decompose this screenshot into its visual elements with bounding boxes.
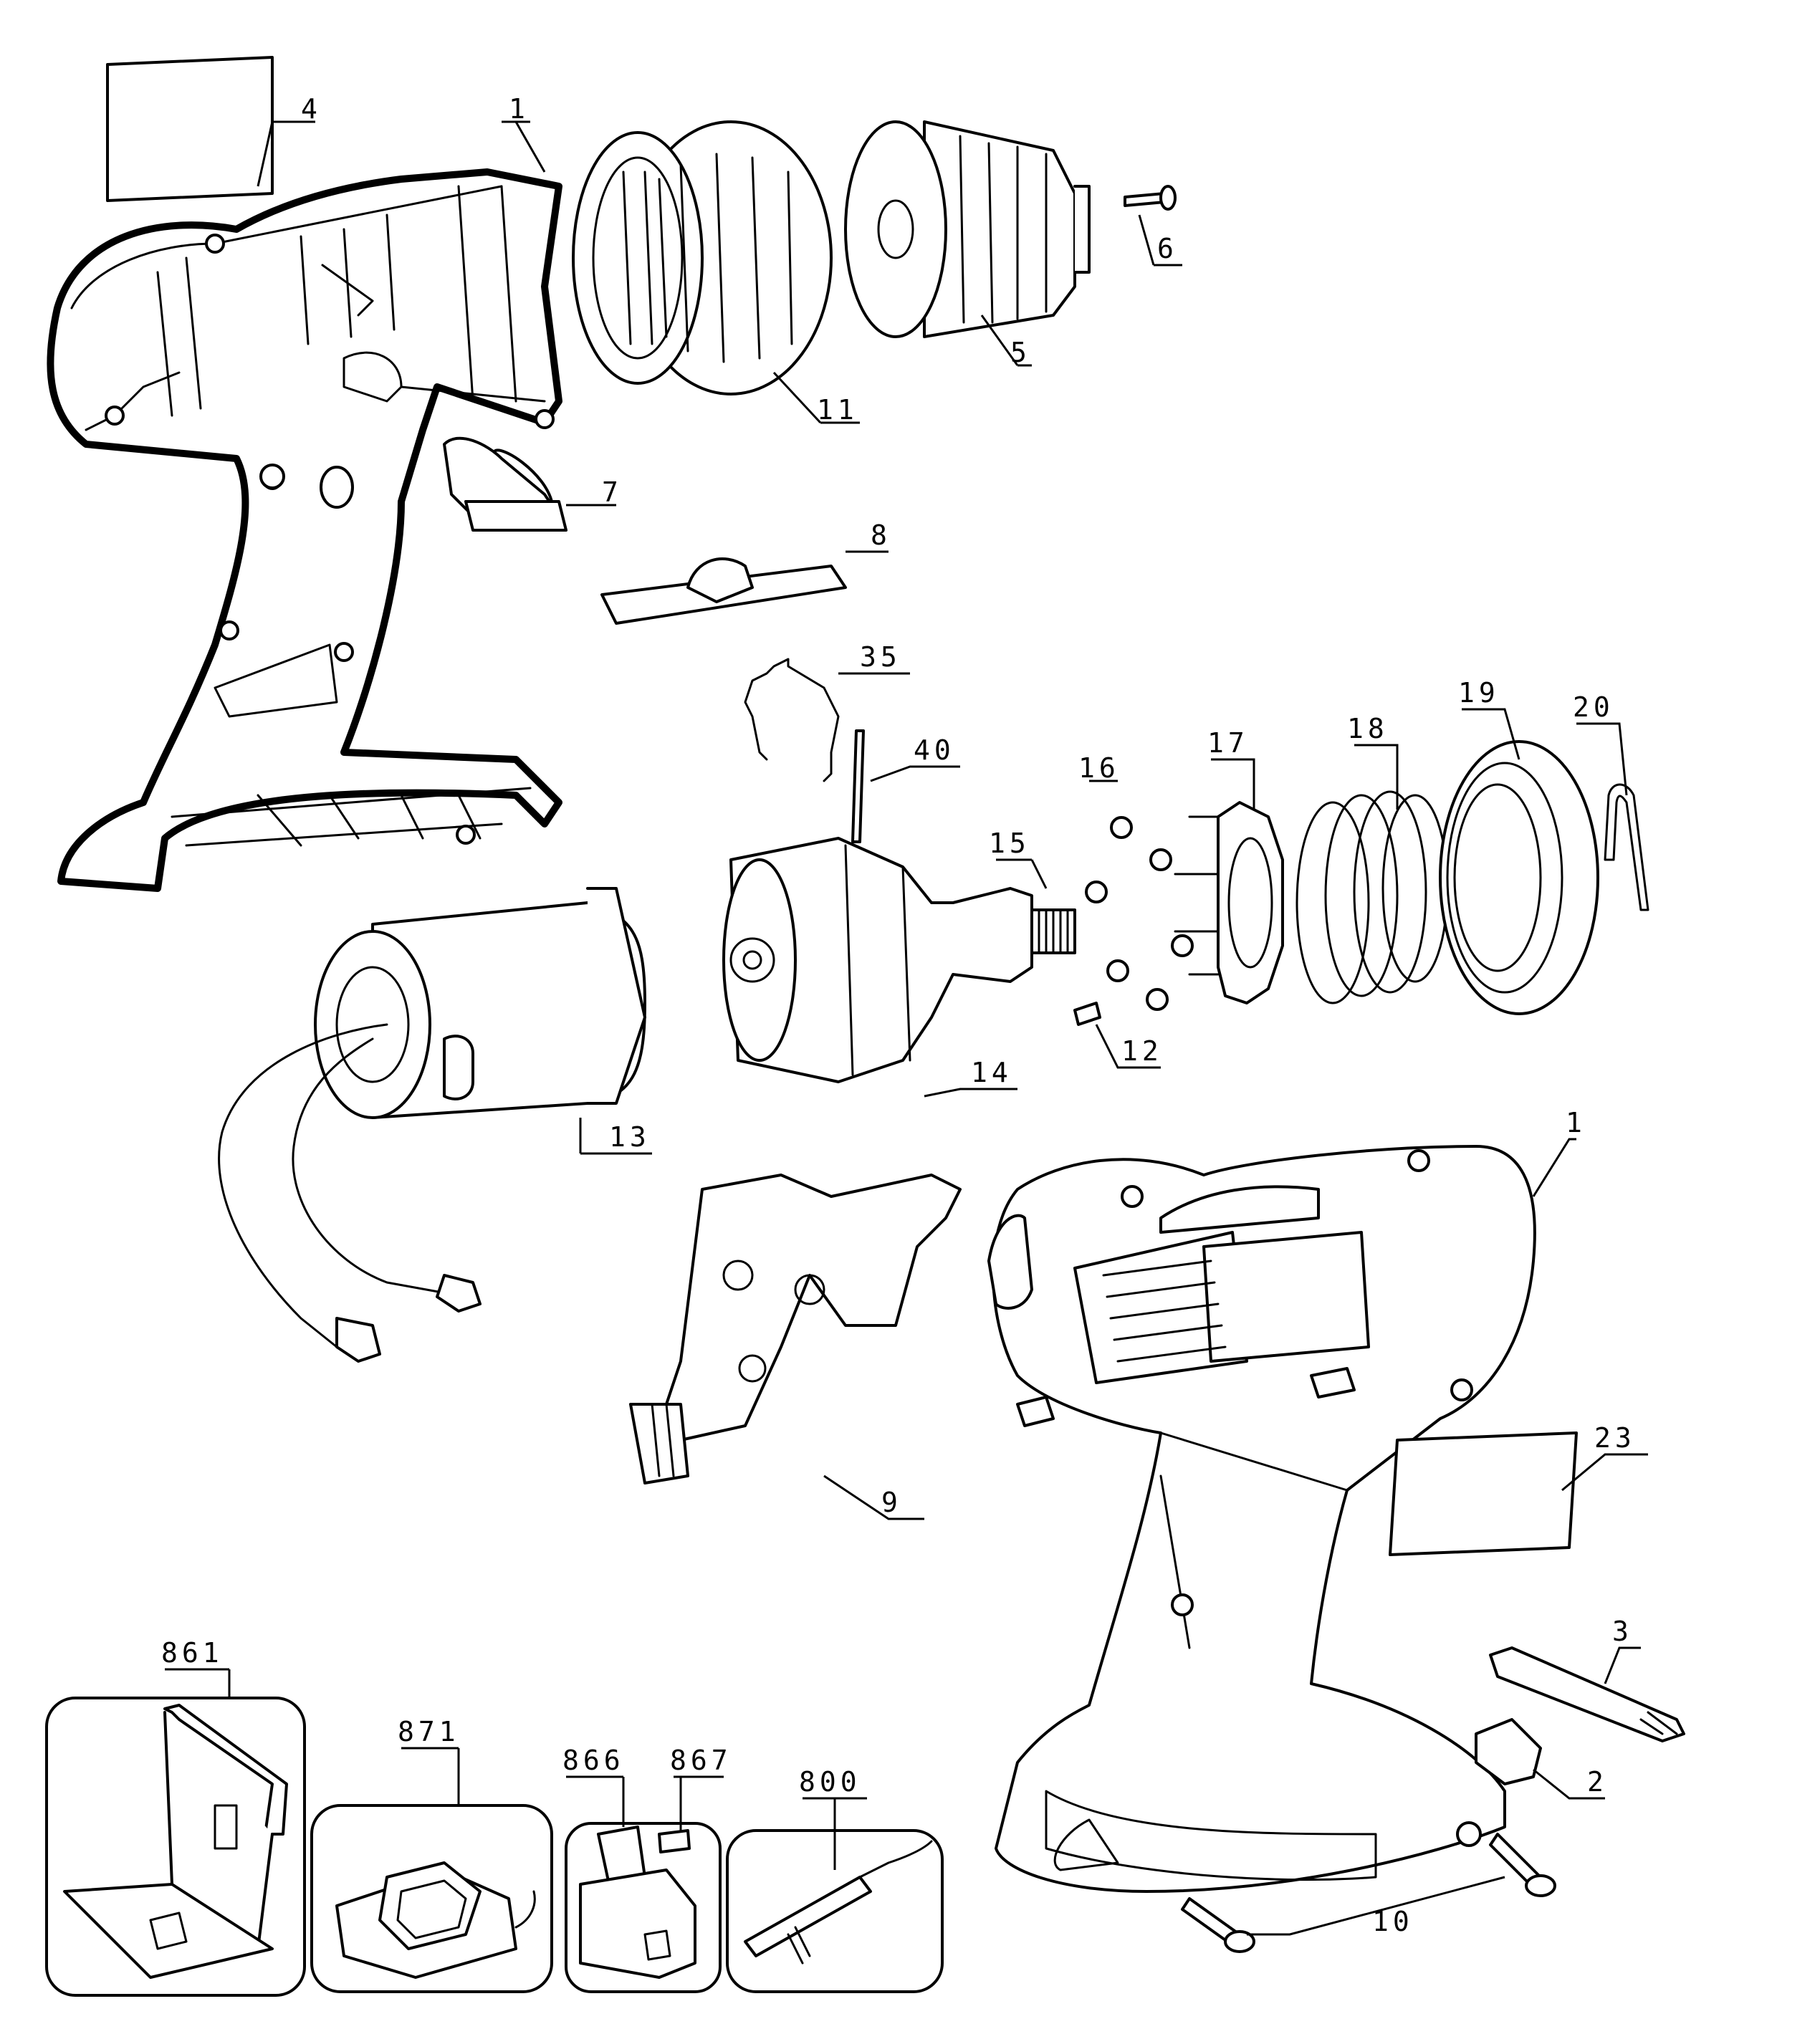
label-part-20: 20 — [1573, 691, 1614, 723]
label-part-16: 16 — [1078, 752, 1120, 784]
carrying-case — [45, 1697, 306, 1997]
label-part-3: 3 — [1612, 1616, 1633, 1647]
label-part-19: 19 — [1458, 677, 1500, 709]
label-part-1-right: 1 — [1566, 1107, 1586, 1138]
charger — [310, 1804, 553, 1993]
label-part-9: 9 — [881, 1487, 902, 1518]
label-part-871: 871 — [398, 1716, 460, 1747]
balls — [1085, 816, 1194, 1011]
trigger-switch — [629, 1174, 962, 1484]
label-part-4: 4 — [301, 93, 322, 125]
label-part-800: 800 — [799, 1766, 861, 1798]
label-part-10: 10 — [1372, 1906, 1414, 1937]
chuck — [844, 120, 1091, 338]
label-part-12: 12 — [1121, 1035, 1163, 1067]
label-part-13: 13 — [609, 1121, 651, 1153]
label-part-18: 18 — [1347, 713, 1389, 744]
label-part-5: 5 — [1010, 337, 1031, 368]
small-screw — [1073, 1002, 1101, 1026]
housing-screws — [1181, 1833, 1556, 1953]
label-part-11: 11 — [817, 394, 858, 426]
chuck-screw — [1124, 185, 1177, 211]
part-labels: 4 1 11 5 6 7 8 35 40 15 16 17 18 19 20 1… — [161, 93, 1636, 1937]
rating-label — [1389, 1431, 1578, 1556]
spring-clip — [744, 658, 840, 782]
label-part-7: 7 — [602, 476, 623, 508]
clutch-spring — [1295, 790, 1449, 1004]
leader-lines — [165, 120, 1648, 1936]
pin — [851, 729, 865, 843]
wire-clip — [1604, 783, 1649, 911]
label-part-17: 17 — [1207, 727, 1249, 759]
ring-gear — [1439, 740, 1599, 1015]
label-part-861: 861 — [161, 1637, 224, 1669]
flashlight — [726, 1829, 944, 1993]
label-part-40: 40 — [914, 734, 955, 766]
direction-switch — [443, 436, 567, 532]
label-part-867: 867 — [670, 1745, 732, 1776]
label-part-35: 35 — [860, 641, 901, 673]
switch-plate — [600, 557, 847, 625]
gearbox — [722, 837, 1076, 1083]
motor — [218, 887, 646, 1363]
label-part-6: 6 — [1157, 233, 1178, 264]
label-part-2: 2 — [1587, 1766, 1608, 1798]
label-part-866: 866 — [562, 1745, 625, 1776]
label-part-23: 23 — [1594, 1422, 1636, 1454]
clutch-collar — [572, 120, 833, 395]
bit-holder — [1475, 1718, 1542, 1785]
label-part-8: 8 — [871, 519, 891, 551]
label-part-14: 14 — [971, 1057, 1012, 1088]
label-part-1-top: 1 — [509, 93, 530, 125]
clutch-plate — [1174, 801, 1284, 1004]
label-part-15: 15 — [989, 828, 1030, 859]
screwdriver-bit — [1489, 1646, 1685, 1742]
housing-assembled — [987, 1145, 1536, 1893]
housing-half-left — [47, 56, 562, 892]
battery-pack — [565, 1822, 722, 1993]
